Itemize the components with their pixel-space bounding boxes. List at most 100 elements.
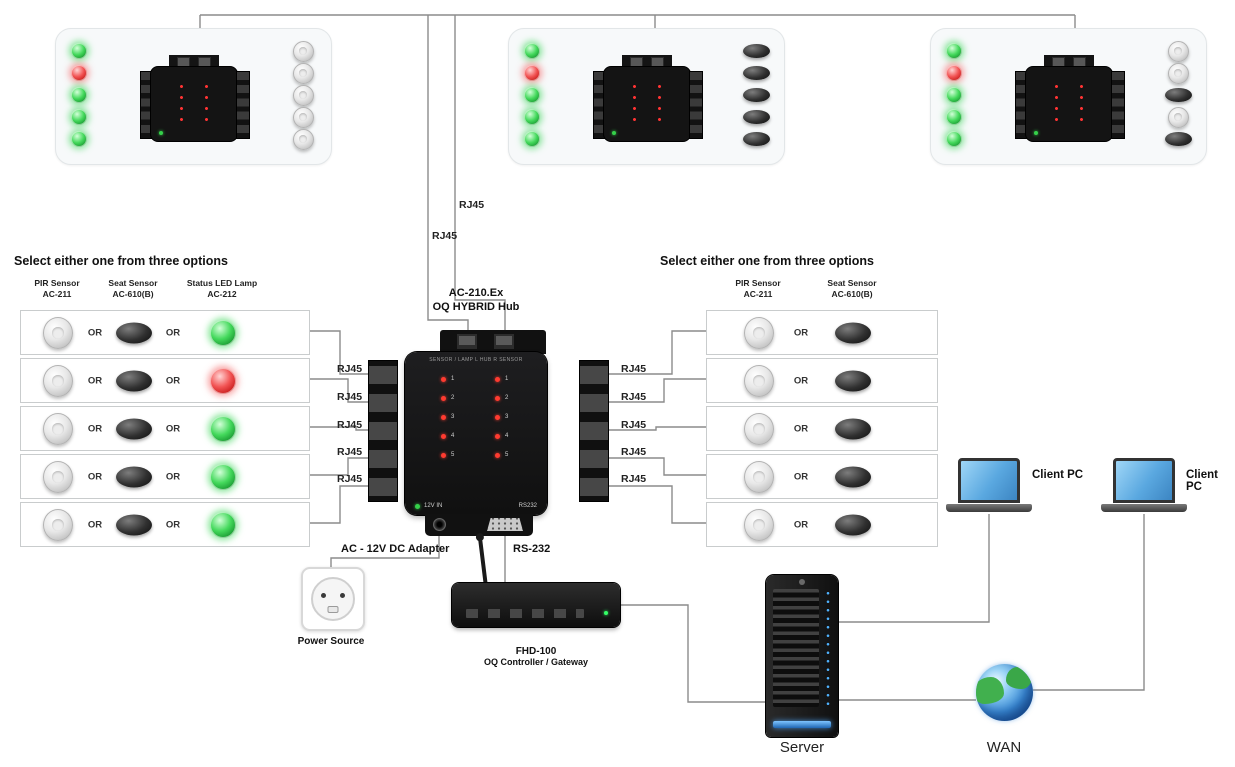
status-led-slot xyxy=(517,40,547,62)
rj45-label: RJ45 xyxy=(337,419,363,431)
rj45-label: RJ45 xyxy=(621,446,647,458)
sensor-icon xyxy=(292,128,314,150)
status-led-slot xyxy=(939,106,969,128)
led-number: 4 xyxy=(505,433,509,439)
rj45-label: RJ45 xyxy=(337,391,363,403)
column-name: Seat Sensor xyxy=(108,278,158,288)
column-header-seat: Seat Sensor AC-610(B) xyxy=(812,278,892,300)
pir-sensor-icon xyxy=(43,364,73,397)
or-label: OR xyxy=(165,375,181,386)
sensor-option-row: OR OR xyxy=(20,454,310,499)
rj45-label: RJ45 xyxy=(337,446,363,458)
hub-serial-label: RS232 xyxy=(518,503,537,509)
status-led-slot xyxy=(64,128,94,150)
sensor-slot xyxy=(1163,40,1193,62)
or-label: OR xyxy=(793,423,809,434)
sensor-slot xyxy=(741,84,771,106)
sensor-icon xyxy=(1167,62,1189,84)
or-label: OR xyxy=(87,375,103,386)
hub-title: AC-210.Ex OQ HYBRID Hub xyxy=(402,287,550,315)
controller-name: OQ Controller / Gateway xyxy=(483,657,589,667)
mini-hub-uplink-ports xyxy=(622,55,672,68)
server-led-strip xyxy=(773,721,831,728)
pir-sensor-icon xyxy=(744,316,774,349)
pir-sensor-icon xyxy=(43,412,73,445)
rj45-port-icon xyxy=(457,334,477,349)
red-led-icon xyxy=(495,452,500,458)
or-label: OR xyxy=(165,471,181,482)
sensor-slot xyxy=(741,106,771,128)
power-led-icon xyxy=(415,503,420,509)
sensor-option-row: OR xyxy=(706,310,938,355)
status-led-icon xyxy=(524,65,540,81)
controller-model: FHD-100 xyxy=(515,646,557,657)
mini-hub-right-jacks xyxy=(236,71,250,139)
sensor-slot xyxy=(288,40,318,62)
sensor-option-row: OR OR xyxy=(20,358,310,403)
red-led-icon xyxy=(441,414,446,420)
status-led-lamp-icon xyxy=(210,367,236,394)
or-label: OR xyxy=(165,327,181,338)
hub-right-jackstrip xyxy=(579,360,609,502)
column-name: Seat Sensor xyxy=(827,278,877,288)
led-number: 1 xyxy=(451,376,455,382)
hub-led-column-right: 1 2 3 4 5 xyxy=(495,376,508,458)
status-led-slot xyxy=(64,62,94,84)
led-number: 3 xyxy=(451,414,455,420)
right-options-title: Select either one from three options xyxy=(660,254,874,268)
column-name: PIR Sensor xyxy=(34,278,80,288)
zone-panel-2 xyxy=(508,28,785,165)
status-led-slot xyxy=(939,40,969,62)
red-led-icon xyxy=(495,433,500,439)
led-number: 1 xyxy=(505,376,509,382)
pir-sensor-icon xyxy=(744,460,774,493)
socket-face xyxy=(311,577,355,621)
power-socket-icon xyxy=(301,567,365,631)
pir-sensor-icon xyxy=(744,364,774,397)
rj45-port-icon xyxy=(651,56,664,67)
pir-sensor-icon xyxy=(43,316,73,349)
or-label: OR xyxy=(793,375,809,386)
hub-power-label: 12V IN xyxy=(424,503,443,509)
controller-label: FHD-100 OQ Controller / Gateway xyxy=(452,646,620,667)
client-pc-label: Client PC xyxy=(1032,469,1084,481)
rj45-port-icon xyxy=(1073,56,1086,67)
sensor-icon xyxy=(292,40,314,62)
client-pc-icon xyxy=(1101,458,1187,514)
rs232-label: RS-232 xyxy=(513,543,551,555)
status-led-icon xyxy=(946,87,962,103)
sensor-icon xyxy=(742,66,770,80)
laptop-base xyxy=(1101,504,1187,512)
status-led-icon xyxy=(946,65,962,81)
hub-left-jackstrip xyxy=(368,360,398,502)
status-led-lamp-icon xyxy=(210,415,236,442)
led-number: 5 xyxy=(505,452,509,458)
dc-jack-icon xyxy=(433,518,446,531)
status-led-slot xyxy=(64,40,94,62)
status-led-slot xyxy=(939,128,969,150)
sensor-option-row: OR OR xyxy=(20,406,310,451)
led-number: 5 xyxy=(451,452,455,458)
column-model: AC-211 xyxy=(743,289,773,300)
status-led-slot xyxy=(517,128,547,150)
zone-panel-1 xyxy=(55,28,332,165)
status-led-icon xyxy=(524,109,540,125)
sensor-slot xyxy=(288,62,318,84)
rj45-label: RJ45 xyxy=(621,419,647,431)
status-led-lamp-icon xyxy=(210,511,236,538)
or-label: OR xyxy=(793,471,809,482)
sensor-icon xyxy=(742,44,770,58)
hub-uplink-ports xyxy=(440,330,546,354)
status-led-icon xyxy=(946,43,962,59)
seat-sensor-icon xyxy=(116,418,152,439)
column-model: AC-610(B) xyxy=(112,289,154,300)
rj45-label: RJ45 xyxy=(459,199,485,211)
rj45-port-icon xyxy=(1052,56,1065,67)
pir-sensor-icon xyxy=(43,508,73,541)
seat-sensor-icon xyxy=(116,466,152,487)
status-led-icon xyxy=(71,131,87,147)
sensor-option-row: OR xyxy=(706,358,938,403)
hub-device: SENSOR / LAMP L HUB R SENSOR 1 2 3 4 5 1… xyxy=(405,352,547,515)
socket-slot xyxy=(327,606,339,613)
